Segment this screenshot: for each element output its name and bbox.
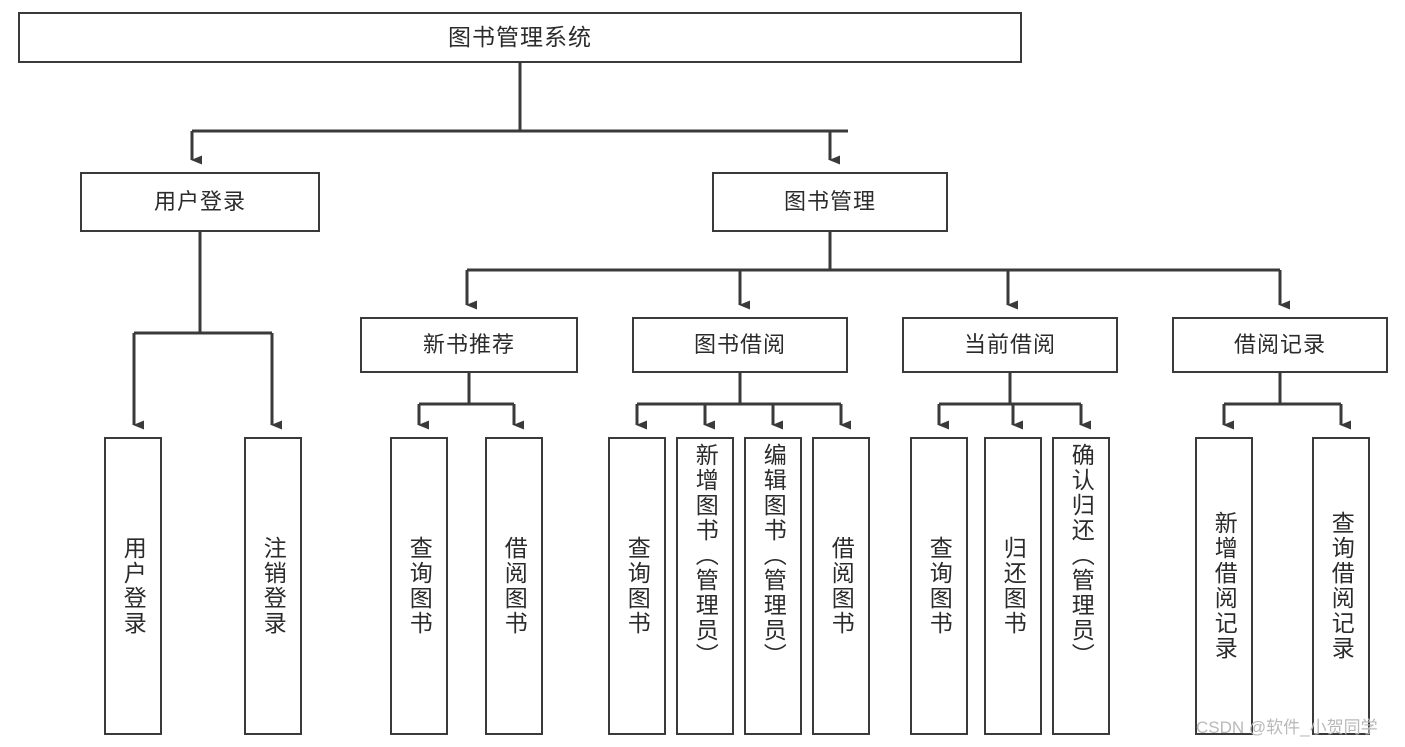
edge-new-book-recommend-to-leaves [417, 373, 524, 430]
leaf-edit-book-admin[interactable]: 编辑图书（管理员） [744, 437, 802, 735]
node-book-manage[interactable]: 图书管理 [712, 172, 948, 232]
csdn-watermark: CSDN @软件_小贺同学 [1196, 718, 1378, 737]
edge-root-to-level2 [190, 63, 848, 165]
node-root-system[interactable]: 图书管理系统 [18, 12, 1022, 63]
leaf-query-borrow-record[interactable]: 查询借阅记录 [1312, 437, 1370, 735]
leaf-user-logout[interactable]: 注销登录 [244, 437, 302, 735]
leaf-add-borrow-record[interactable]: 新增借阅记录 [1195, 437, 1253, 735]
node-borrow-record[interactable]: 借阅记录 [1172, 317, 1388, 373]
leaf-add-book-admin[interactable]: 新增图书（管理员） [676, 437, 734, 735]
leaf-query-book-borrow[interactable]: 查询图书 [608, 437, 666, 735]
node-book-borrow[interactable]: 图书借阅 [632, 317, 848, 373]
leaf-borrow-book-borrow[interactable]: 借阅图书 [812, 437, 870, 735]
leaf-user-login[interactable]: 用户登录 [104, 437, 162, 735]
edge-borrow-record-to-leaves [1222, 373, 1351, 430]
edge-current-borrow-to-leaves [937, 373, 1091, 430]
leaf-query-book-current[interactable]: 查询图书 [910, 437, 968, 735]
edge-book-borrow-to-leaves [635, 373, 851, 430]
leaf-query-book-recommend[interactable]: 查询图书 [390, 437, 448, 735]
node-new-book-recommend[interactable]: 新书推荐 [360, 317, 578, 373]
leaf-return-book[interactable]: 归还图书 [984, 437, 1042, 735]
node-user-login[interactable]: 用户登录 [80, 172, 320, 232]
leaf-confirm-return-admin[interactable]: 确认归还（管理员） [1052, 437, 1110, 735]
node-current-borrow[interactable]: 当前借阅 [902, 317, 1118, 373]
leaf-borrow-book-recommend[interactable]: 借阅图书 [485, 437, 543, 735]
edge-book-manage-to-level3 [465, 232, 1290, 310]
edge-user-login-to-leaves [132, 232, 282, 430]
